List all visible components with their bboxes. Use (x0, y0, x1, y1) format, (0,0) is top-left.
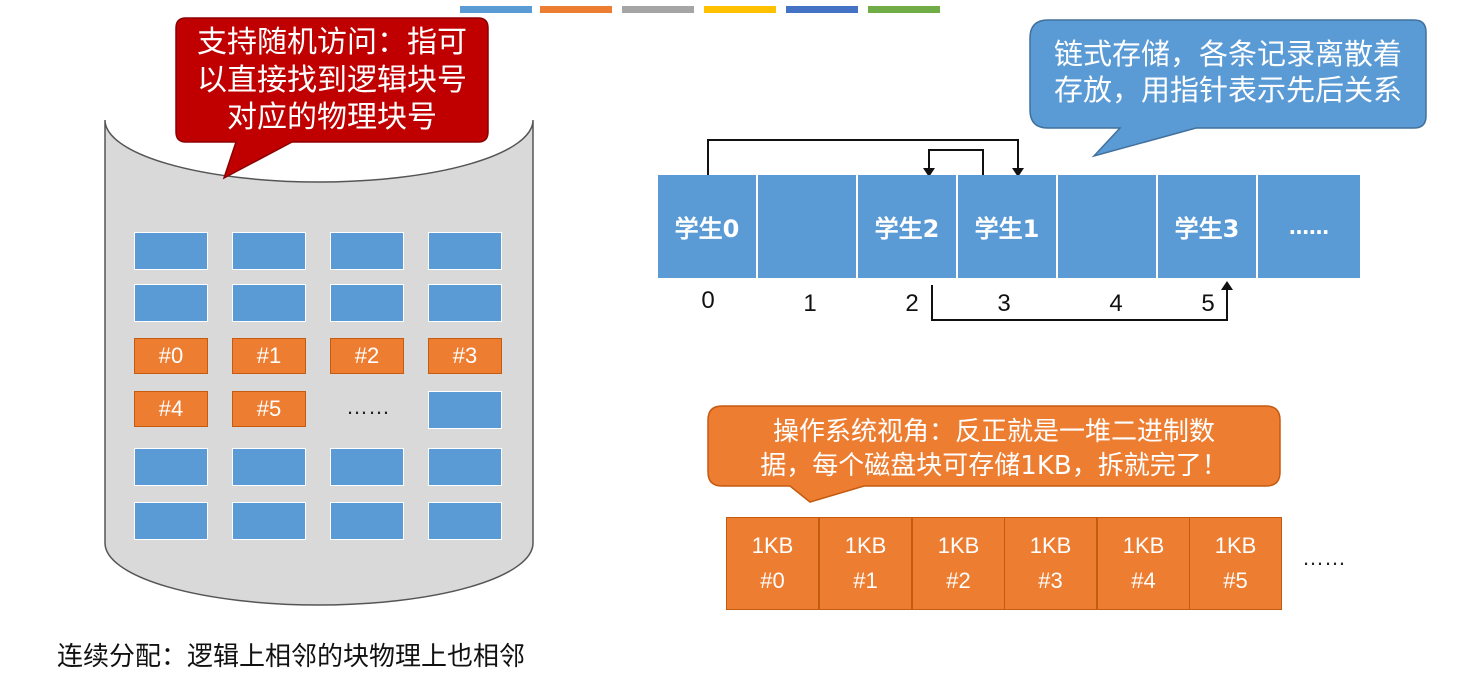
disk-cylinder (104, 119, 534, 606)
disk-block-empty (428, 448, 502, 486)
os-view-callout-text: 操作系统视角：反正就是一堆二进制数 据，每个磁盘块可存储1KB，拆就完了！ (712, 416, 1276, 484)
random-access-line-2: 以直接找到逻辑块号 (197, 62, 467, 98)
disk-block-empty (134, 284, 208, 322)
memory-cell-1 (758, 175, 858, 278)
memory-index-5: 5 (1201, 290, 1215, 317)
color-bar-1 (460, 6, 532, 13)
color-bar-3 (622, 6, 694, 13)
disk-kb-block-id: #3 (1038, 567, 1063, 593)
linked-storage-line-2: 存放，用指针表示先后关系 (1053, 73, 1402, 108)
color-bar-6 (868, 6, 940, 13)
memory-index-2: 2 (905, 290, 919, 317)
color-bar-4 (704, 6, 776, 13)
disk-block-empty (232, 232, 306, 270)
disk-kb-block-2: 1KB #2 (912, 517, 1005, 610)
memory-cell-4 (1058, 175, 1158, 278)
disk-kb-block-4: 1KB #4 (1097, 517, 1190, 610)
disk-block-2: #2 (330, 338, 404, 374)
disk-block-empty (134, 502, 208, 540)
disk-kb-block-0: 1KB #0 (726, 517, 819, 610)
disk-kb-block-size: 1KB (844, 533, 887, 559)
disk-kb-block-size: 1KB (751, 533, 794, 559)
pointer-arrow-0-to-3 (707, 139, 1019, 175)
disk-block-ellipsis: …… (1302, 545, 1346, 570)
memory-cell-3: 学生1 (958, 175, 1058, 278)
memory-index-4: 4 (1109, 290, 1123, 317)
random-access-callout-text: 支持随机访问：指可 以直接找到逻辑块号 对应的物理块号 (180, 24, 484, 137)
linked-storage-bubble (1029, 19, 1427, 158)
disk-block-empty (330, 448, 404, 486)
memory-index-0: 0 (701, 287, 715, 314)
disk-block-0: #0 (134, 338, 208, 374)
disk-block-empty (428, 391, 502, 429)
disk-kb-block-id: #1 (853, 567, 878, 593)
disk-grid-ellipsis: …… (346, 394, 390, 419)
disk-kb-block-1: 1KB #1 (819, 517, 912, 610)
disk-kb-block-size: 1KB (1214, 533, 1257, 559)
pointer-arrow-2-to-5 (931, 285, 1228, 321)
disk-kb-block-id: #0 (760, 567, 785, 593)
random-access-line-1: 支持随机访问：指可 (197, 25, 467, 60)
color-bar-5 (786, 6, 858, 13)
disk-block-empty (428, 284, 502, 322)
memory-cell-6: …… (1258, 175, 1360, 278)
disk-block-empty (232, 502, 306, 540)
disk-block-5: #5 (232, 391, 306, 427)
disk-kb-block-3: 1KB #3 (1004, 517, 1097, 610)
disk-block-4: #4 (134, 391, 208, 427)
disk-kb-block-size: 1KB (1029, 533, 1072, 559)
disk-kb-block-id: #2 (946, 567, 971, 593)
disk-block-empty (134, 232, 208, 270)
disk-block-empty (330, 232, 404, 270)
memory-index-1: 1 (803, 290, 817, 317)
contiguous-allocation-caption: 连续分配：逻辑上相邻的块物理上也相邻 (57, 642, 526, 672)
color-bar-2 (540, 6, 612, 13)
disk-kb-block-id: #4 (1131, 567, 1156, 593)
os-view-line-1: 操作系统视角：反正就是一堆二进制数 (772, 417, 1215, 447)
disk-block-1: #1 (232, 338, 306, 374)
disk-block-empty (134, 448, 208, 486)
disk-block-empty (330, 502, 404, 540)
memory-cell-2: 学生2 (858, 175, 958, 278)
disk-block-empty (232, 448, 306, 486)
memory-cell-5: 学生3 (1158, 175, 1258, 278)
disk-kb-block-size: 1KB (1122, 533, 1165, 559)
disk-block-empty (330, 284, 404, 322)
os-view-line-2: 据，每个磁盘块可存储1KB，拆就完了！ (760, 450, 1228, 481)
pointer-arrow-3-to-2 (928, 149, 984, 178)
os-view-bubble (707, 405, 1281, 503)
disk-block-empty (232, 284, 306, 322)
random-access-bubble (175, 17, 489, 180)
disk-block-3: #3 (428, 338, 502, 374)
disk-kb-block-size: 1KB (937, 533, 980, 559)
memory-index-3: 3 (997, 290, 1011, 317)
disk-block-empty (428, 232, 502, 270)
disk-block-empty (428, 502, 502, 540)
random-access-line-3: 对应的物理块号 (227, 100, 437, 135)
linked-storage-callout-text: 链式存储，各条记录离散着 存放，用指针表示先后关系 (1036, 36, 1420, 109)
disk-kb-block-5: 1KB #5 (1189, 517, 1282, 610)
disk-kb-block-id: #5 (1223, 567, 1248, 593)
memory-cell-0: 学生0 (658, 175, 758, 278)
linked-storage-line-1: 链式存储，各条记录离散着 (1053, 37, 1402, 71)
